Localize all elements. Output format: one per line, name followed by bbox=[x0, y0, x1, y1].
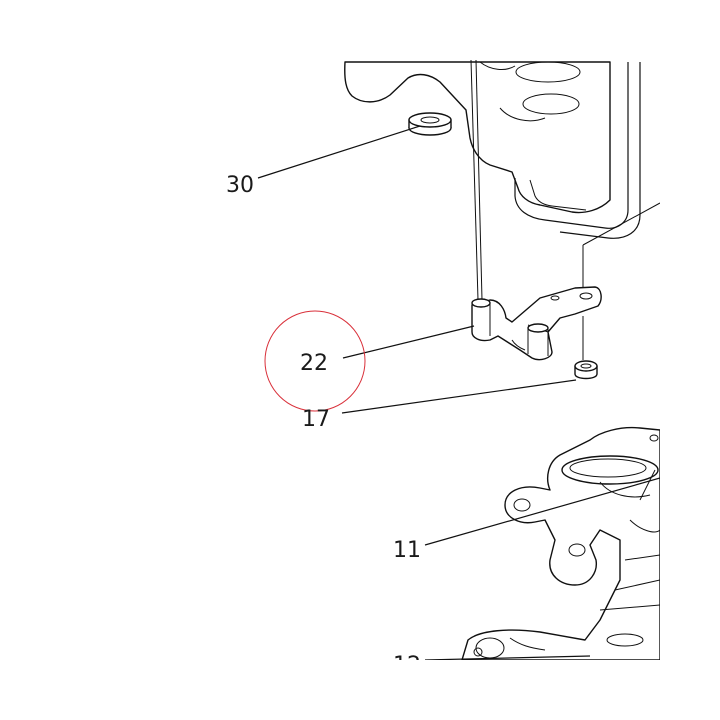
callout-17: 17 bbox=[302, 407, 330, 432]
leader-line-22 bbox=[342, 325, 475, 359]
nut-part-17 bbox=[574, 360, 598, 380]
callout-12: 12 bbox=[393, 653, 421, 678]
grommet-part-30 bbox=[408, 112, 452, 136]
bracket-part-22 bbox=[471, 286, 602, 361]
highlight-circle bbox=[264, 310, 366, 412]
leader-line-12 bbox=[424, 655, 591, 660]
leader-line-17 bbox=[341, 379, 577, 414]
callout-11: 11 bbox=[393, 538, 421, 563]
housing-part-11 bbox=[461, 426, 660, 660]
leader-line-30 bbox=[257, 125, 421, 179]
leader-line-11 bbox=[424, 477, 660, 546]
callout-22: 22 bbox=[300, 351, 328, 376]
callout-30: 30 bbox=[226, 173, 254, 198]
pedal-cover-part bbox=[344, 61, 641, 239]
